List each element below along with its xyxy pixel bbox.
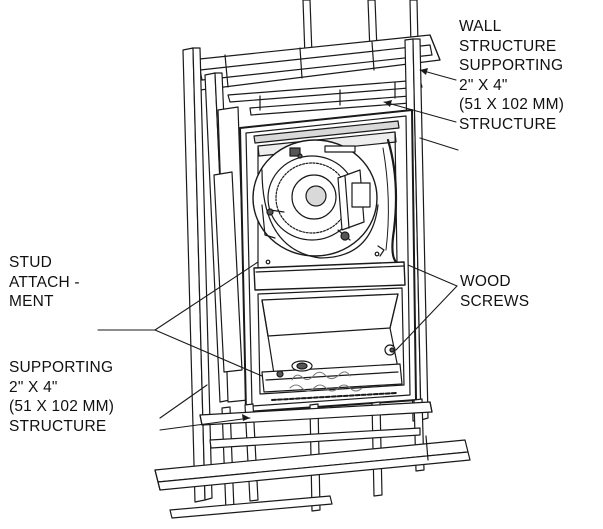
supporting-structure-line-1: SUPPORTING — [9, 359, 114, 376]
wall-structure-arrow-1 — [420, 68, 428, 75]
wall-structure-line-1: WALL — [459, 18, 502, 35]
wall-structure-line-3: SUPPORTING — [459, 57, 564, 74]
stud-attachment-label: STUD ATTACH - MENT — [9, 253, 80, 312]
wall-structure-line-6: STRUCTURE — [459, 115, 557, 133]
supporting-structure-label: SUPPORTING 2" X 4" (51 X 102 MM) STRUCTU… — [9, 358, 114, 436]
stud-attachment-leader-2 — [154, 329, 263, 377]
wood-screws-label: WOOD SCREWS — [460, 272, 529, 311]
wood-screws-line-1: WOOD — [460, 273, 511, 290]
wood-screws-leader-2 — [395, 285, 458, 351]
supporting-structure-line-3: (51 X 102 MM) — [9, 398, 115, 415]
wall-structure-arrow-2 — [384, 100, 392, 107]
stud-attachment-line-2: ATTACH - — [9, 273, 80, 291]
supporting-structure-line-2: 2" X 4" — [9, 378, 58, 396]
wall-structure-label: WALL STRUCTURE SUPPORTING 2" X 4" (51 X … — [459, 17, 564, 134]
air-handler-cabinet — [239, 109, 417, 413]
supporting-leader-1 — [159, 384, 208, 419]
stud-attachment-leader-1 — [154, 261, 259, 331]
wall-structure-line-4: 2" X 4" — [459, 76, 508, 94]
wall-structure-leader-2 — [383, 101, 457, 123]
wall-structure-leader-3 — [419, 137, 459, 151]
stud-attachment-line-3: MENT — [9, 293, 54, 310]
leader-lines — [97, 68, 459, 431]
left-stud-framing — [182, 47, 249, 503]
supporting-arrow-2 — [242, 414, 250, 421]
supporting-leader-2 — [159, 417, 251, 431]
stud-attachment-line-1: STUD — [9, 254, 52, 271]
bottom-support-framing — [154, 398, 471, 519]
wall-structure-line-2: STRUCTURE — [459, 37, 557, 55]
wood-screws-leader-1 — [407, 264, 458, 287]
supporting-structure-line-4: STRUCTURE — [9, 417, 107, 435]
wall-structure-line-5: (51 X 102 MM) — [459, 96, 565, 113]
top-wall-framing — [189, 0, 441, 116]
wood-screws-line-2: SCREWS — [460, 292, 530, 310]
